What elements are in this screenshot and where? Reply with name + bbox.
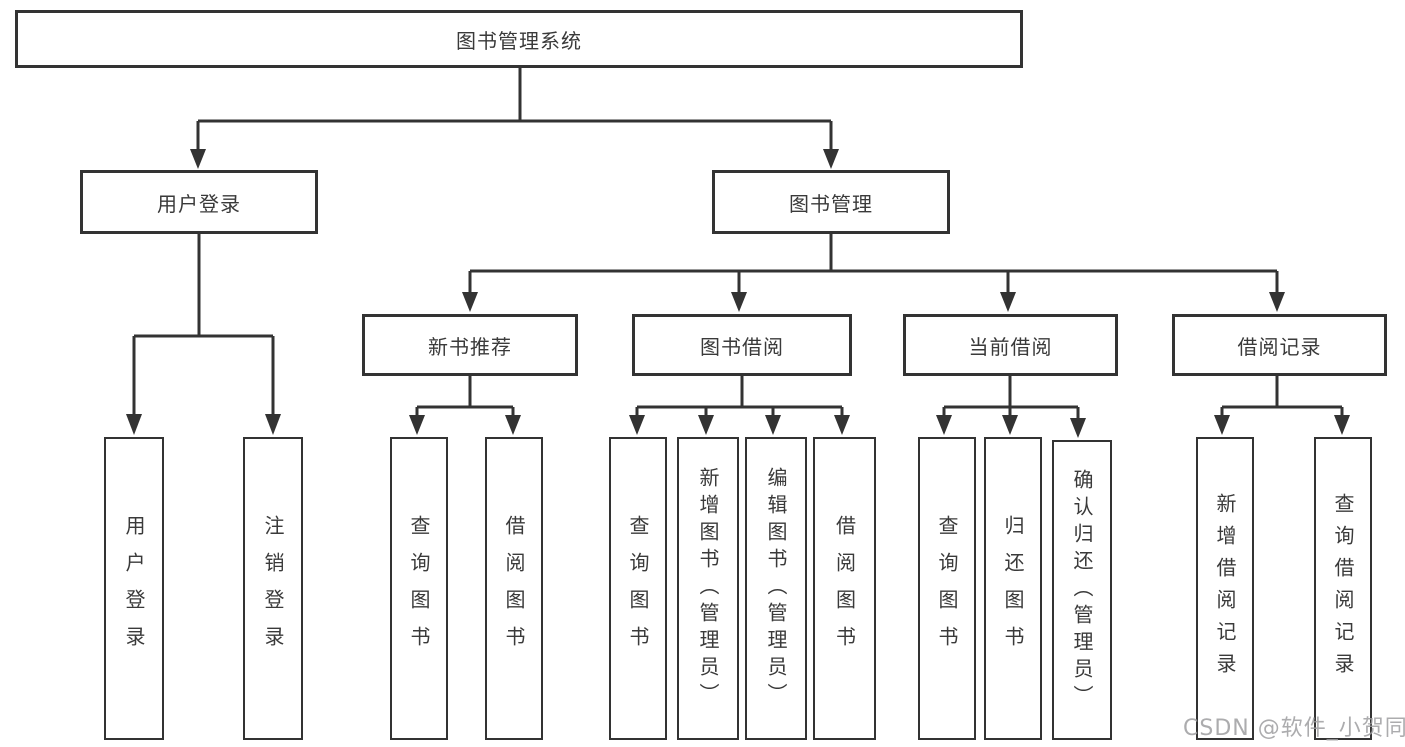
node-book-management: 图书管理 <box>712 170 950 234</box>
node-borrowing-records: 借阅记录 <box>1172 314 1387 376</box>
node-root: 图书管理系统 <box>15 10 1023 68</box>
node-book-borrowing: 图书借阅 <box>632 314 852 376</box>
connector-group-new-book-recommend <box>409 376 521 435</box>
node-new-book-recommend-label: 新书推荐 <box>428 334 512 359</box>
leaf-borrow-books-borrowing: 借阅图书 <box>813 437 876 740</box>
node-new-book-recommend: 新书推荐 <box>362 314 578 376</box>
connector-group-user-login <box>126 234 281 435</box>
leaf-return-books-label: 归还图书 <box>1001 514 1025 663</box>
leaf-confirm-return-admin-label: 确认归还（管理员） <box>1070 468 1094 712</box>
leaf-borrow-books-recommend-label: 借阅图书 <box>502 514 526 663</box>
leaf-query-books-recommend-label: 查询图书 <box>407 514 431 663</box>
leaf-edit-books-admin: 编辑图书（管理员） <box>745 437 807 740</box>
leaf-user-login: 用户登录 <box>104 437 164 740</box>
leaf-query-books-recommend: 查询图书 <box>390 437 448 740</box>
leaf-edit-books-admin-label: 编辑图书（管理员） <box>764 467 788 710</box>
leaf-add-borrow-record-label: 新增借阅记录 <box>1213 492 1237 685</box>
leaf-add-books-admin-label: 新增图书（管理员） <box>696 467 720 710</box>
leaf-borrow-books-borrowing-label: 借阅图书 <box>832 514 857 663</box>
connector-group-borrowing-records <box>1214 376 1350 435</box>
connector-group-root <box>190 68 839 169</box>
node-book-management-label: 图书管理 <box>789 191 873 216</box>
connector-group-current-borrowing <box>936 376 1086 438</box>
leaf-return-books: 归还图书 <box>984 437 1042 740</box>
csdn-watermark: CSDN @软件_小贺同学 <box>1183 716 1405 741</box>
node-user-login: 用户登录 <box>80 170 318 234</box>
connector-group-book-borrowing <box>629 376 850 435</box>
node-user-login-label: 用户登录 <box>157 191 241 216</box>
leaf-query-books-borrowing: 查询图书 <box>609 437 667 740</box>
leaf-logout: 注销登录 <box>243 437 303 740</box>
leaf-logout-label: 注销登录 <box>261 514 285 663</box>
node-current-borrowing-label: 当前借阅 <box>968 334 1053 359</box>
leaf-query-books-borrowing-label: 查询图书 <box>626 514 650 663</box>
leaf-query-books-current-label: 查询图书 <box>935 514 959 663</box>
node-borrowing-records-label: 借阅记录 <box>1237 334 1322 359</box>
node-book-borrowing-label: 图书借阅 <box>700 334 784 359</box>
connector-group-book-management <box>462 234 1285 312</box>
leaf-query-borrow-record-label: 查询借阅记录 <box>1331 492 1355 685</box>
leaf-query-books-current: 查询图书 <box>918 437 976 740</box>
node-current-borrowing: 当前借阅 <box>903 314 1118 376</box>
leaf-query-borrow-record: 查询借阅记录 <box>1314 437 1372 740</box>
leaf-add-borrow-record: 新增借阅记录 <box>1196 437 1254 740</box>
leaf-borrow-books-recommend: 借阅图书 <box>485 437 543 740</box>
leaf-add-books-admin: 新增图书（管理员） <box>677 437 739 740</box>
leaf-user-login-label: 用户登录 <box>122 514 146 663</box>
node-root-label: 图书管理系统 <box>456 28 582 53</box>
leaf-confirm-return-admin: 确认归还（管理员） <box>1052 440 1112 740</box>
